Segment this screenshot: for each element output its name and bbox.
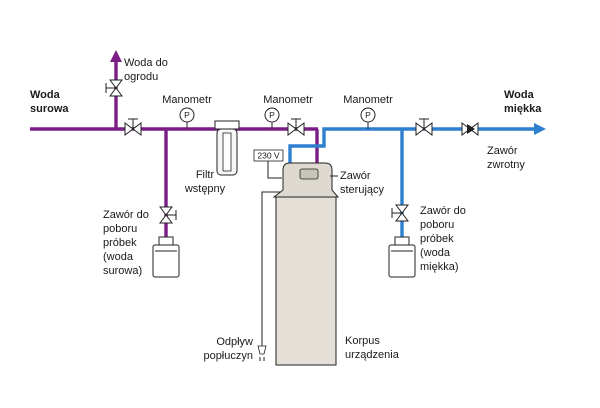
- garden-water-label-line1: Woda do: [124, 57, 168, 69]
- manometer-1-letter: P: [184, 110, 190, 120]
- control-head: [272, 162, 340, 198]
- raw-inlet-valve: [124, 118, 142, 136]
- soft-water-label-line1: Woda: [504, 89, 535, 101]
- soft-sample-label-line2: poboru: [420, 219, 454, 231]
- soft-sample-label-line1: Zawór do: [420, 205, 466, 217]
- raw-sample-label-line1: Zawór do: [103, 209, 149, 221]
- soft-sample-bottle: [388, 236, 416, 278]
- raw-water-label-line1: Woda: [30, 89, 61, 101]
- control-valve-label-line2: sterujący: [340, 184, 385, 196]
- raw-sample-valve: [159, 206, 177, 224]
- raw-sample-label-line2: poboru: [103, 223, 137, 235]
- manometer-2: P: [264, 107, 280, 129]
- drain-hose: [261, 191, 283, 346]
- soft-sample-label-line3: próbek: [420, 233, 454, 245]
- manometer-2-label: Manometr: [263, 94, 313, 106]
- drain-label-line1: Odpływ: [216, 336, 253, 348]
- drain-outlet: [257, 345, 267, 361]
- raw-sample-valve-label: Zawór do poboru próbek (woda surowa): [103, 209, 149, 277]
- body-label-line2: urządzenia: [345, 349, 400, 361]
- manometer-3: P: [360, 107, 376, 129]
- raw-sample-label-line5: surowa): [103, 265, 142, 277]
- prefilter: [214, 120, 240, 176]
- check-valve: [461, 122, 479, 136]
- power-cable: [267, 160, 282, 179]
- garden-valve: [105, 79, 123, 97]
- raw-sample-bottle: [152, 236, 180, 278]
- voltage-box: [253, 149, 284, 162]
- raw-water-label-line2: surowa: [30, 103, 69, 115]
- soft-water-label-line2: miękka: [504, 103, 542, 115]
- softener-unit: [272, 162, 340, 366]
- prefilter-label: Filtr wstępny: [184, 169, 226, 195]
- head-inlet-valve: [287, 118, 305, 136]
- voltage-label: 230 V: [257, 151, 280, 161]
- soft-sample-valve: [391, 204, 409, 222]
- control-valve-label-line1: Zawór: [340, 170, 371, 182]
- soft-water-label: Woda miękka: [504, 89, 542, 115]
- body-label: Korpus urządzenia: [345, 335, 400, 361]
- raw-water-pipes: [30, 50, 319, 237]
- soft-sample-valve-label: Zawór do poboru próbek (woda miękka): [420, 205, 466, 273]
- soft-water-arrow-head: [534, 123, 546, 135]
- body-label-line1: Korpus: [345, 335, 380, 347]
- check-valve-label-line2: zwrotny: [487, 159, 525, 171]
- raw-sample-label-line3: próbek: [103, 237, 137, 249]
- manometer-3-letter: P: [365, 110, 371, 120]
- raw-sample-label-line4: (woda: [103, 251, 134, 263]
- soft-sample-label-line4: (woda: [420, 247, 451, 259]
- check-valve-label-line1: Zawór: [487, 145, 518, 157]
- control-valve-label: Zawór sterujący: [340, 170, 385, 196]
- manometer-2-letter: P: [269, 110, 275, 120]
- prefilter-label-line2: wstępny: [184, 183, 226, 195]
- check-valve-label: Zawór zwrotny: [487, 145, 525, 171]
- prefilter-label-line1: Filtr: [196, 169, 215, 181]
- manometer-1-label: Manometr: [162, 94, 212, 106]
- soft-outlet-valve: [415, 118, 433, 136]
- raw-water-label: Woda surowa: [30, 89, 69, 115]
- drain-label: Odpływ popłuczyn: [203, 336, 253, 362]
- manometer-1: P: [179, 107, 195, 129]
- soft-sample-label-line5: miękka): [420, 261, 459, 273]
- garden-arrow-head: [110, 50, 122, 62]
- control-display: [299, 168, 319, 180]
- garden-water-label: Woda do ogrodu: [124, 57, 168, 83]
- manometer-3-label: Manometr: [343, 94, 393, 106]
- garden-water-label-line2: ogrodu: [124, 71, 158, 83]
- softener-tank: [275, 196, 337, 366]
- drain-label-line2: popłuczyn: [203, 350, 253, 362]
- head-outlet-pipe: [288, 127, 535, 164]
